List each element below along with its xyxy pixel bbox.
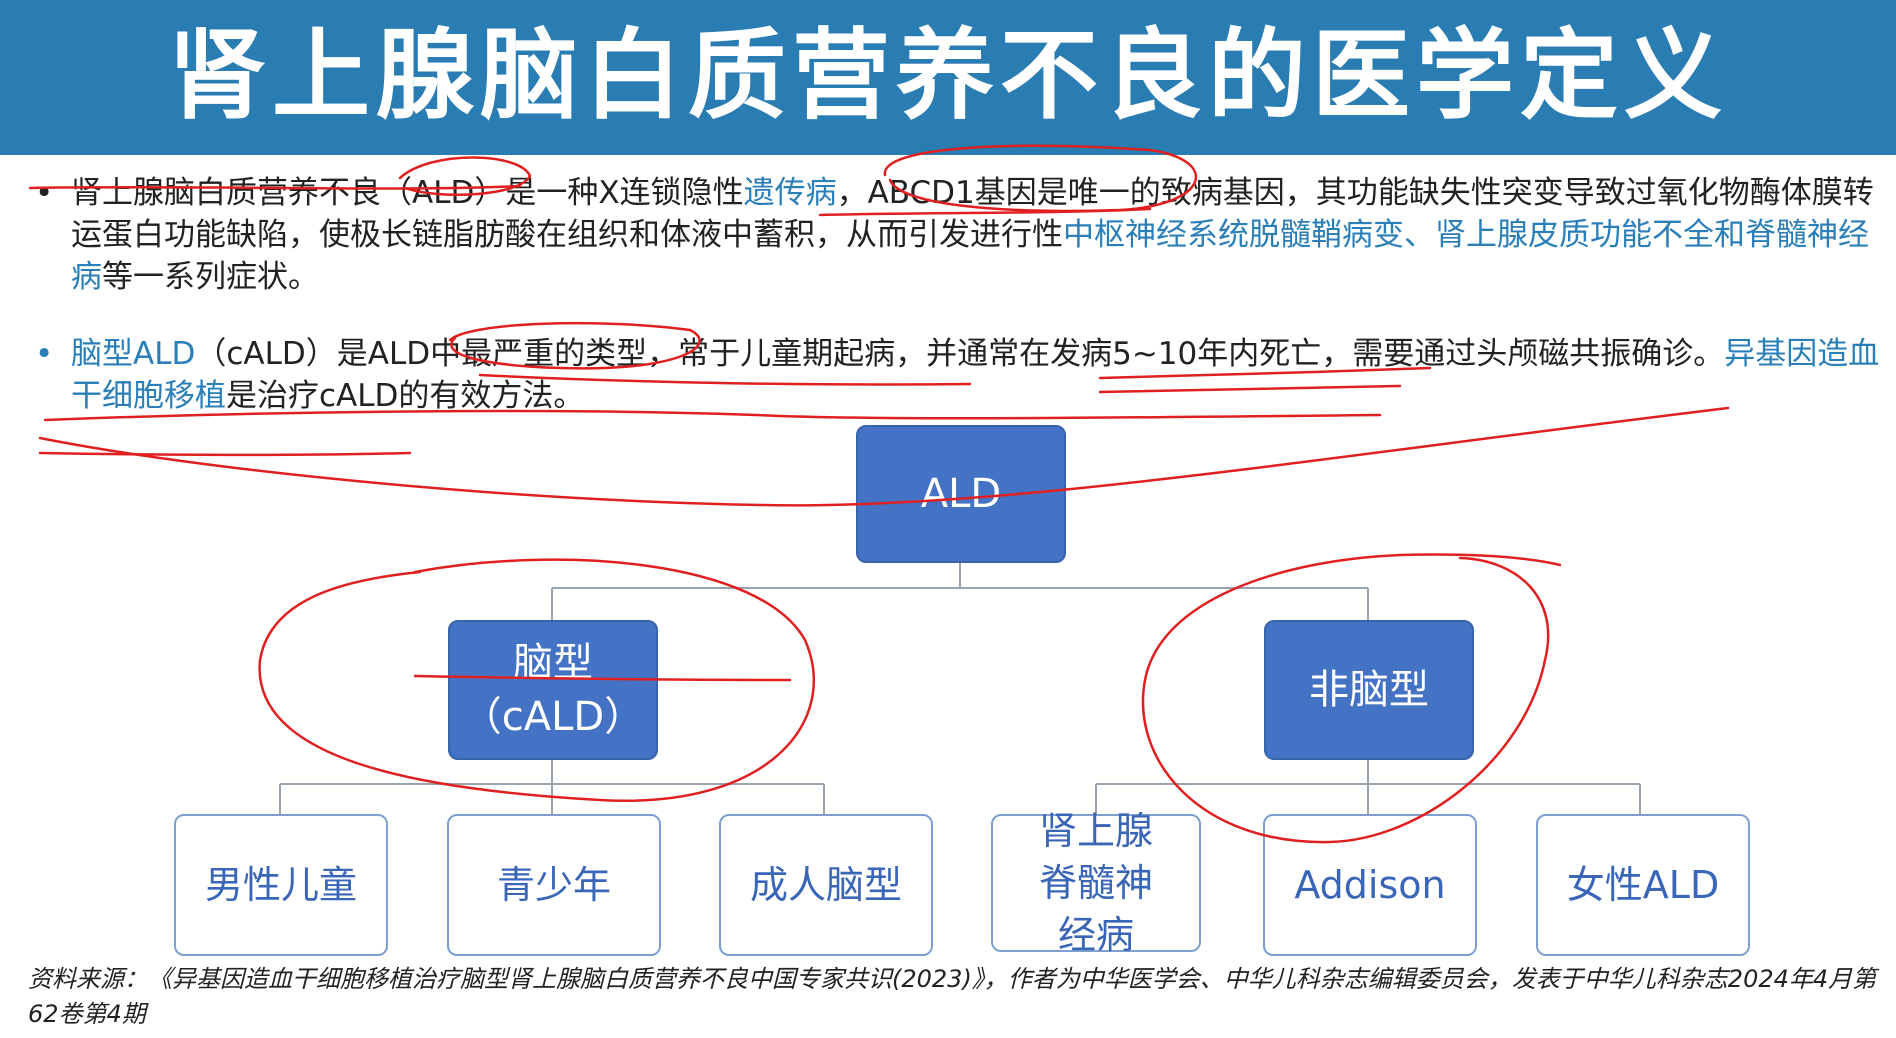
highlight-segment: 中枢神经系统脱髓鞘病变、肾上腺皮质功能不全和脊髓神经病 — [71, 217, 1869, 295]
text-segment: 等一系列症状。 — [102, 259, 319, 295]
node-label: 成人脑型 — [749, 863, 902, 907]
highlight-segment: 遗传病 — [743, 175, 837, 211]
node-ald-root: ALD — [856, 425, 1066, 563]
node-label: 脑型 — [513, 640, 593, 686]
node-label: 青少年 — [496, 863, 611, 907]
node-label: （cALD） — [461, 694, 645, 740]
node-label: ALD — [920, 471, 1002, 517]
title-bar: 肾上腺脑白质营养不良的医学定义 — [0, 0, 1896, 155]
node-adolescent: 青少年 — [447, 814, 661, 956]
footnote-source: 资料来源：《异基因造血干细胞移植治疗脑型肾上腺脑白质营养不良中国专家共识(202… — [28, 965, 1877, 1028]
node-label: 女性ALD — [1566, 863, 1720, 907]
node-cerebral: 脑型 （cALD） — [448, 620, 658, 760]
bullet: • — [35, 175, 54, 211]
node-female-ald: 女性ALD — [1536, 814, 1750, 956]
node-amn: 肾上腺脊髓神经病 — [991, 809, 1201, 957]
node-male-child: 男性儿童 — [174, 814, 388, 956]
node-addison: Addison — [1263, 814, 1477, 956]
node-label: 肾上腺脊髓神经病 — [1038, 809, 1153, 957]
bullet: • — [35, 336, 54, 372]
node-label: 非脑型 — [1309, 667, 1429, 713]
node-label: Addison — [1294, 863, 1446, 907]
node-non-cerebral: 非脑型 — [1264, 620, 1474, 760]
node-adult-cerebral: 成人脑型 — [719, 814, 933, 956]
node-label: 男性儿童 — [204, 863, 357, 907]
highlight-segment: 脑型ALD — [71, 336, 196, 372]
page-title: 肾上腺脑白质营养不良的医学定义 — [167, 18, 1728, 133]
